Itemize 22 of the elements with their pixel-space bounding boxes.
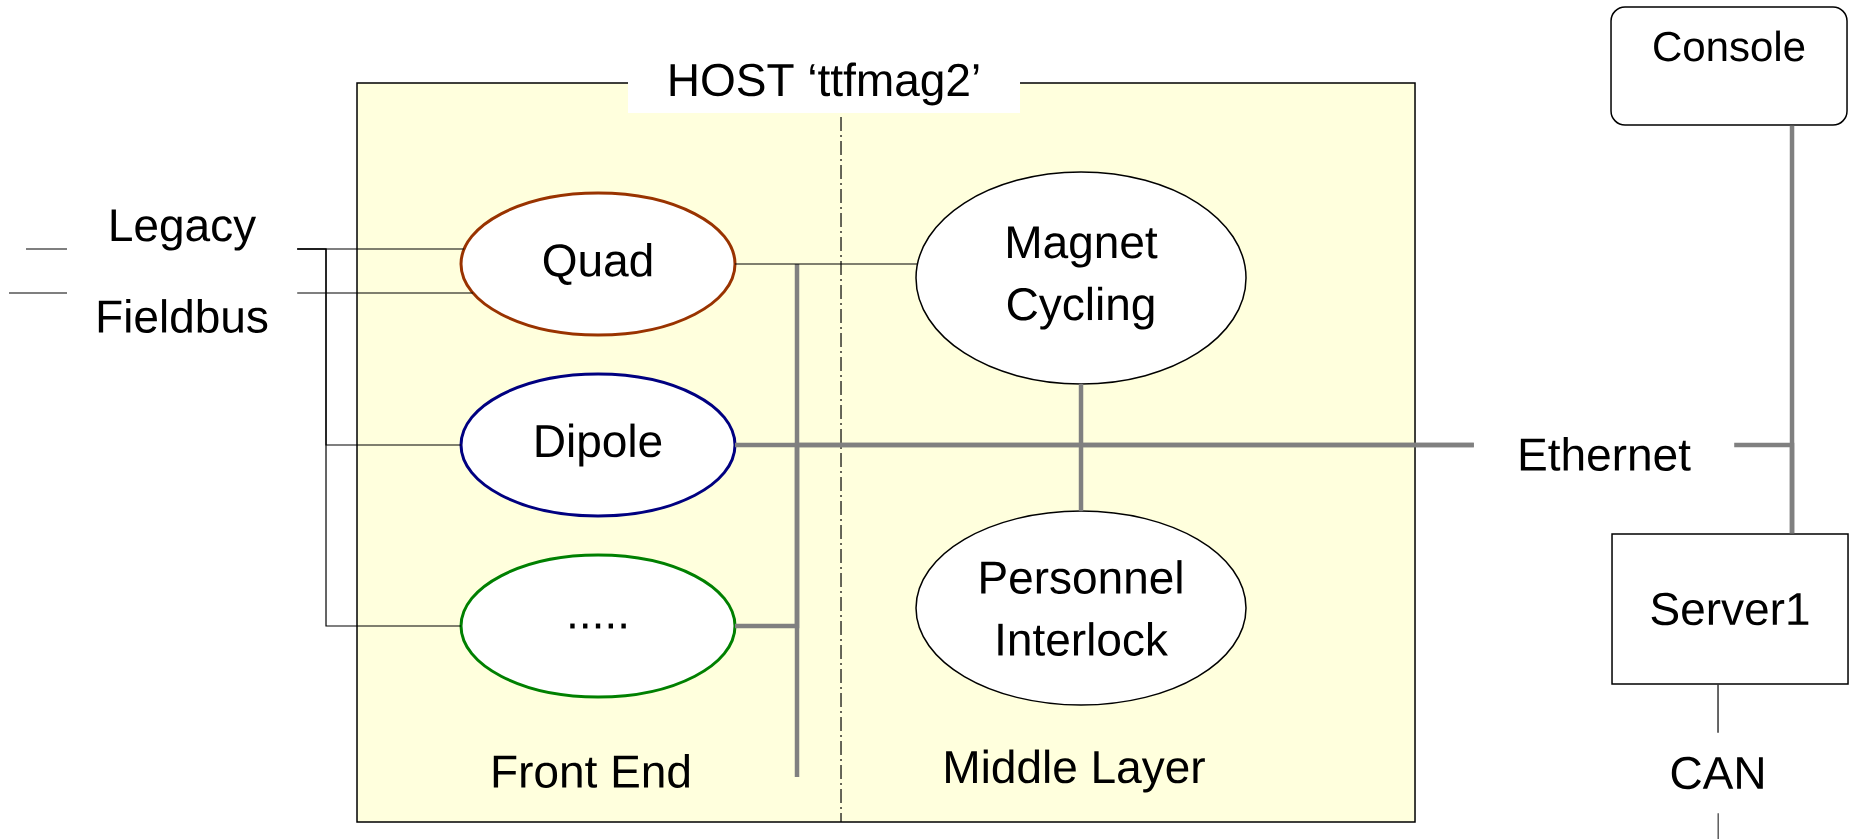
ellipse-node: Magnet Cycling <box>915 171 1247 385</box>
ellipse-node: Quad <box>459 191 737 337</box>
server-box: Server1 <box>1611 533 1849 685</box>
bus-label: Fieldbus <box>98 299 268 333</box>
connector-line <box>1717 812 1719 839</box>
network-line <box>735 442 1474 629</box>
connector-line <box>734 263 919 265</box>
bus-label: CAN <box>1671 756 1763 790</box>
network-line <box>1734 442 1795 534</box>
connector-line <box>1717 684 1719 734</box>
ellipse-node: Dipole <box>459 372 737 518</box>
region-label: Middle Layer <box>946 749 1205 793</box>
ellipse-node: ..... <box>459 553 737 699</box>
connector-line <box>296 292 474 294</box>
process-box: Console <box>1610 6 1848 126</box>
connector-line <box>296 248 462 627</box>
bus-label: Legacy <box>111 209 257 251</box>
network-label: Ethernet <box>1520 437 1691 471</box>
network-line <box>1078 384 1084 511</box>
region-label: Front End <box>493 754 689 788</box>
ellipse-node: Personnel Interlock <box>915 510 1247 706</box>
box-title: HOST ‘ttfmag2’ <box>628 55 1020 113</box>
